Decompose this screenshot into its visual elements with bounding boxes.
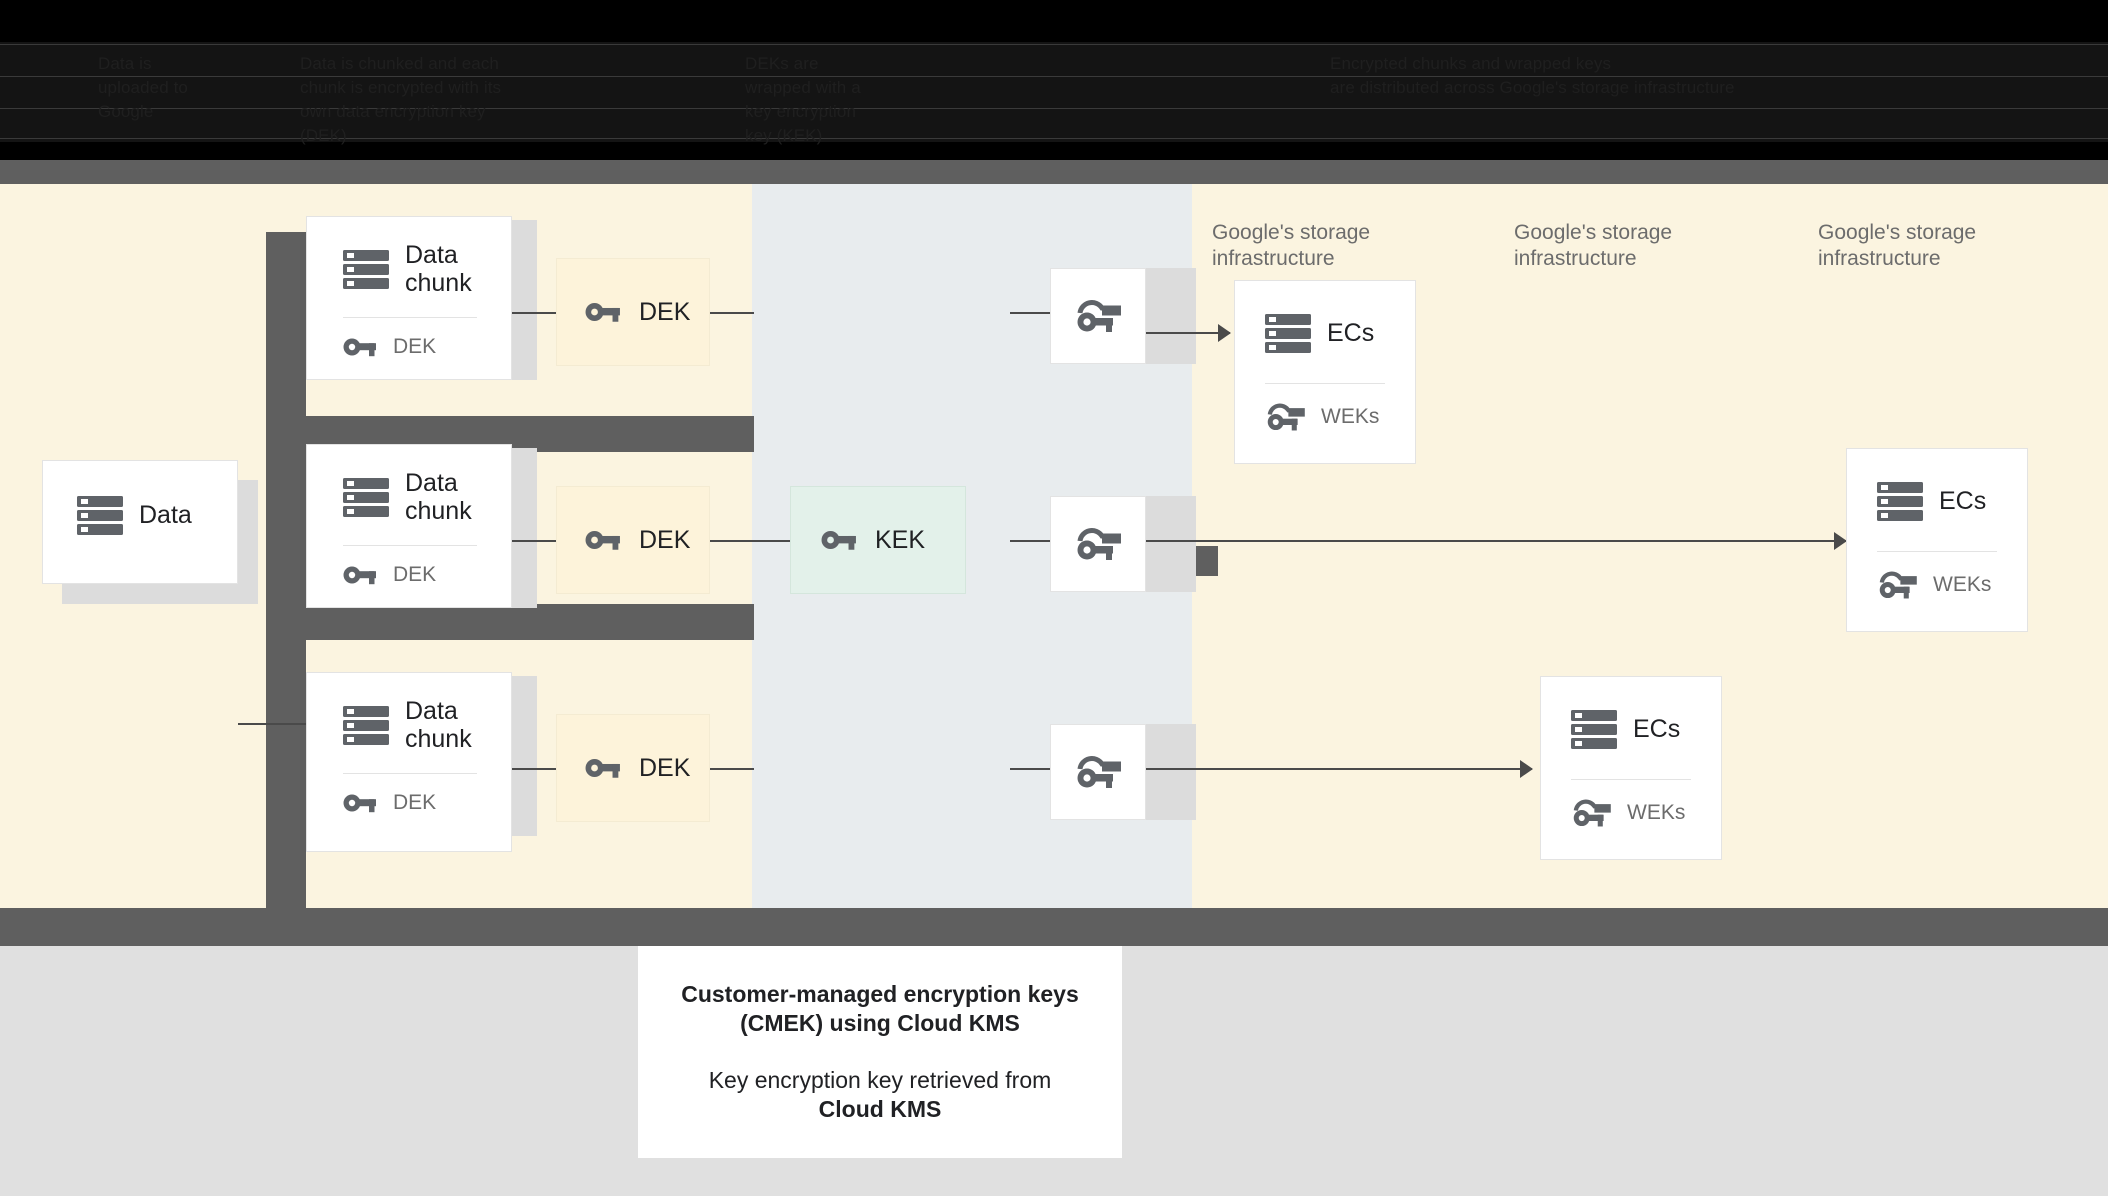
wrapped-key-icon: [1877, 569, 1917, 601]
connector-chunk3-to-dek3: [512, 768, 556, 770]
wrapped-key-icon: [1571, 797, 1611, 829]
wek-box-1[interactable]: [1050, 268, 1146, 364]
key-icon: [585, 756, 621, 780]
ecs-card-3-title: ECs: [1939, 487, 1987, 515]
storage-icon: [343, 705, 389, 745]
header-step-1-text: Data is uploaded to Google: [98, 54, 188, 121]
connector-dek3-to-kms: [710, 768, 754, 770]
header-step-4-text: Encrypted chunks and wrapped keys are di…: [1330, 54, 1735, 97]
storage-icon: [1571, 709, 1617, 749]
ecs-card-3-key-label: WEKs: [1933, 573, 1992, 596]
caption-title: Customer-managed encryption keys (CMEK) …: [681, 981, 1079, 1036]
ecs-card-1-title: ECs: [1327, 319, 1375, 347]
key-icon: [585, 300, 621, 324]
dek-chip-2[interactable]: DEK: [556, 486, 710, 594]
key-icon: [585, 528, 621, 552]
wrapped-key-icon: [1075, 525, 1121, 563]
header-step-3-text: DEKs are wrapped with a key encryption k…: [745, 54, 861, 145]
page-header: Data is uploaded to Google Data is chunk…: [0, 0, 2108, 160]
storage-icon: [343, 477, 389, 517]
connector-dek1-to-kms: [710, 312, 754, 314]
header-step-2-text: Data is chunked and each chunk is encryp…: [300, 54, 502, 145]
connector-wek2-to-ecs3: [1146, 540, 1846, 542]
bottom-selection-bar: [0, 908, 2108, 946]
storage-icon: [77, 495, 123, 535]
connector-kms-to-wek3: [1010, 768, 1050, 770]
arrow-wek3-to-ecs2: [1520, 760, 1533, 778]
arrow-wek2-to-ecs3: [1834, 532, 1847, 550]
header-selection-bar: [0, 160, 2108, 184]
connector-chunk2-to-dek2: [512, 540, 556, 542]
data-card[interactable]: Data: [42, 460, 238, 584]
chunk-card-1-title: Data chunk: [405, 241, 472, 297]
kek-chip[interactable]: KEK: [790, 486, 966, 594]
encryption-flow-diagram: Data Data chunk: [0, 184, 2108, 952]
wrapped-key-icon: [1265, 401, 1305, 433]
caption-subtitle-strong: Cloud KMS: [818, 1096, 942, 1122]
connector-dek2-to-kek: [710, 540, 790, 542]
ecs-card-3[interactable]: ECs WEKs: [1846, 448, 2028, 632]
infra-label-2: Google's storage infrastructure: [1514, 221, 1673, 270]
key-icon: [343, 564, 377, 586]
ecs-card-1-key-label: WEKs: [1321, 405, 1380, 428]
chunk-card-2-title: Data chunk: [405, 469, 472, 525]
caption-subtitle: Key encryption key retrieved from Cloud …: [709, 1066, 1052, 1124]
ecs-card-2-title: ECs: [1633, 715, 1681, 743]
header-caption-band: Data is uploaded to Google Data is chunk…: [0, 42, 2108, 145]
connector-kek-to-wek2: [1010, 540, 1050, 542]
data-card-title: Data: [139, 501, 192, 529]
chunk-card-3[interactable]: Data chunk DEK: [306, 672, 512, 852]
dek-chip-3[interactable]: DEK: [556, 714, 710, 822]
dek-chip-3-label: DEK: [639, 754, 691, 782]
connector-wek1-to-ecs1: [1146, 332, 1230, 334]
ecs-card-2[interactable]: ECs WEKs: [1540, 676, 1722, 860]
chunk-card-2[interactable]: Data chunk DEK: [306, 444, 512, 608]
kek-chip-label: KEK: [875, 526, 926, 554]
wek-box-2[interactable]: [1050, 496, 1146, 592]
storage-icon: [1877, 481, 1923, 521]
arrow-wek1-to-ecs1: [1218, 324, 1231, 342]
selection-bar-row2: [266, 604, 754, 640]
wrapped-key-icon: [1075, 297, 1121, 335]
chunk-card-1-key-label: DEK: [393, 335, 437, 358]
caption-subtitle-prefix: Key encryption key retrieved from: [708, 1067, 1052, 1093]
chunk-card-3-title: Data chunk: [405, 697, 472, 753]
dek-chip-2-label: DEK: [639, 526, 691, 554]
connector-wek3-to-ecs2: [1146, 768, 1532, 770]
chunk-card-1[interactable]: Data chunk DEK: [306, 216, 512, 380]
dek-chip-1[interactable]: DEK: [556, 258, 710, 366]
wek-box-3[interactable]: [1050, 724, 1146, 820]
ecs-card-2-key-label: WEKs: [1627, 801, 1686, 824]
storage-icon: [1265, 313, 1311, 353]
caption-card: Customer-managed encryption keys (CMEK) …: [638, 946, 1122, 1158]
connector-chunk1-to-dek1: [512, 312, 556, 314]
connector-kms-to-wek1: [1010, 312, 1050, 314]
ecs-card-1[interactable]: ECs WEKs: [1234, 280, 1416, 464]
chunk-card-3-key-label: DEK: [393, 791, 437, 814]
key-icon: [343, 792, 377, 814]
connector-data-to-chunks: [238, 723, 308, 725]
dek-chip-1-label: DEK: [639, 298, 691, 326]
chunk-card-2-key-label: DEK: [393, 563, 437, 586]
infra-label-3: Google's storage infrastructure: [1818, 221, 1977, 270]
selection-bar-vertical-lower: [266, 452, 306, 952]
key-icon: [821, 528, 857, 552]
storage-icon: [343, 249, 389, 289]
key-icon: [343, 336, 377, 358]
infra-label-1: Google's storage infrastructure: [1212, 221, 1371, 270]
wrapped-key-icon: [1075, 753, 1121, 791]
